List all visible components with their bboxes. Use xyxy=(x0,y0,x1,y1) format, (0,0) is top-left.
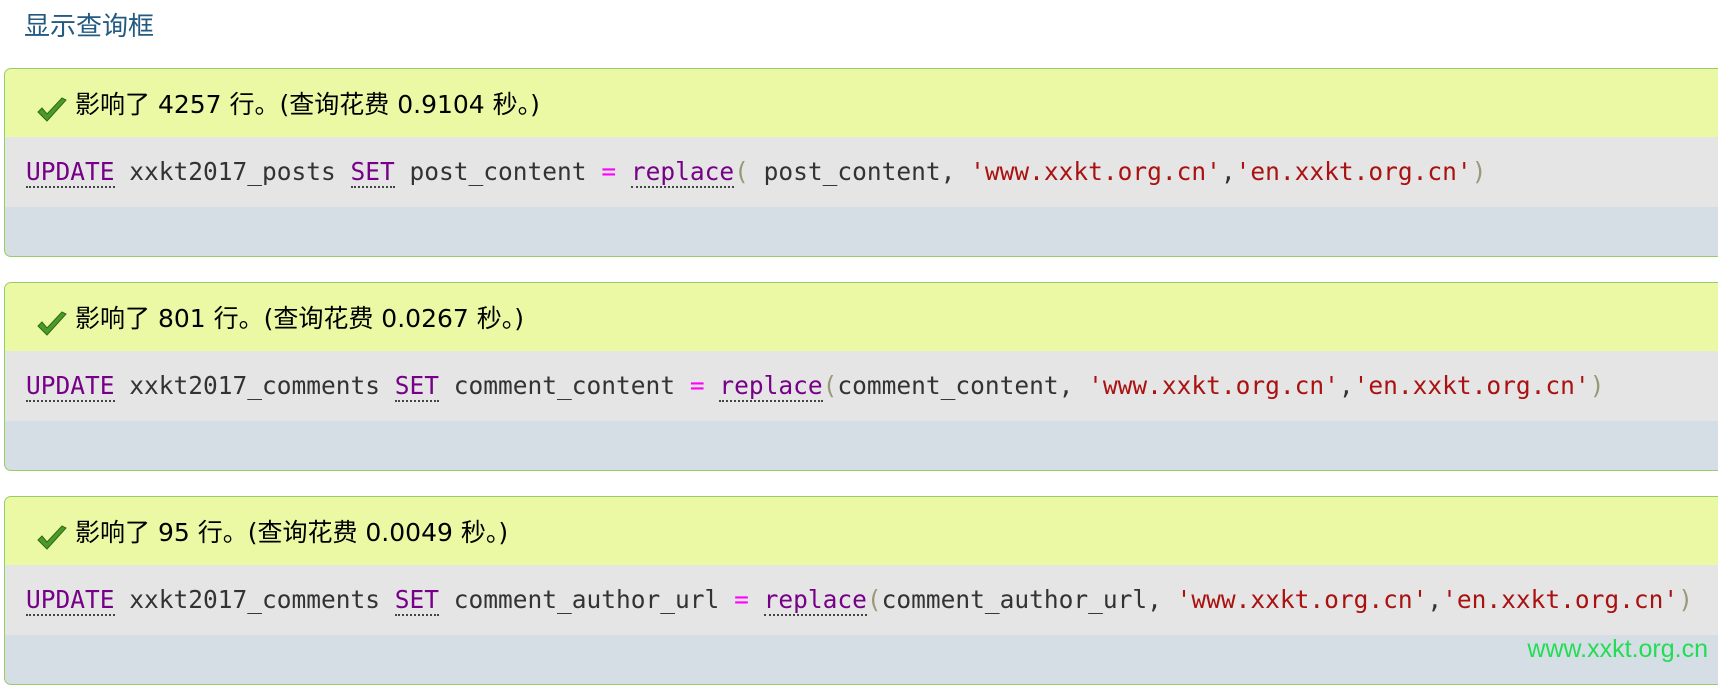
sql-close-paren: ) xyxy=(1589,371,1605,400)
sql-operator: = xyxy=(734,585,749,614)
sql-keyword-set[interactable]: SET xyxy=(394,371,440,402)
success-message-bar: 影响了 801 行。(查询花费 0.0267 秒。) xyxy=(5,283,1718,351)
sql-space xyxy=(749,585,764,614)
sql-query: UPDATE xxkt2017_comments SET comment_con… xyxy=(5,351,1718,421)
sql-column: post_content xyxy=(394,157,602,186)
sql-string-from: 'www.xxkt.org.cn' xyxy=(1088,371,1339,400)
watermark: www.xxkt.org.cn xyxy=(1527,635,1708,663)
query-result-3: 影响了 95 行。(查询花费 0.0049 秒。) UPDATE xxkt201… xyxy=(4,496,1718,685)
checkmark-icon xyxy=(37,525,67,550)
sql-close-paren: ) xyxy=(1678,585,1693,614)
sql-comma: , xyxy=(1220,157,1236,186)
checkmark-icon xyxy=(37,311,67,336)
sql-column: comment_author_url xyxy=(439,585,735,614)
sql-string-to: 'en.xxkt.org.cn' xyxy=(1353,371,1590,400)
query-result-1: 影响了 4257 行。(查询花费 0.9104 秒。) UPDATE xxkt2… xyxy=(4,68,1718,257)
sql-function-replace[interactable]: replace xyxy=(719,371,823,402)
sql-open-paren: ( xyxy=(866,585,882,614)
success-message: 影响了 95 行。(查询花费 0.0049 秒。) xyxy=(75,518,509,547)
checkmark-icon xyxy=(37,97,67,122)
sql-function-replace[interactable]: replace xyxy=(763,585,867,616)
sql-string-to: 'en.xxkt.org.cn' xyxy=(1442,585,1679,614)
sql-table: xxkt2017_comments xyxy=(114,371,395,400)
sql-keyword-update[interactable]: UPDATE xyxy=(26,371,115,402)
sql-open-paren: ( xyxy=(822,371,838,400)
success-message: 影响了 801 行。(查询花费 0.0267 秒。) xyxy=(75,304,524,333)
sql-keyword-update[interactable]: UPDATE xyxy=(26,585,115,616)
sql-comma: , xyxy=(1427,585,1443,614)
sql-table: xxkt2017_comments xyxy=(114,585,395,614)
show-query-box-link[interactable]: 显示查询框 xyxy=(24,12,155,42)
sql-operator: = xyxy=(601,157,617,186)
sql-close-paren: ) xyxy=(1471,157,1487,186)
sql-space xyxy=(705,371,720,400)
query-result-2: 影响了 801 行。(查询花费 0.0267 秒。) UPDATE xxkt20… xyxy=(4,282,1718,471)
success-message: 影响了 4257 行。(查询花费 0.9104 秒。) xyxy=(75,90,540,119)
sql-keyword-set[interactable]: SET xyxy=(394,585,440,616)
success-message-bar: 影响了 4257 行。(查询花费 0.9104 秒。) xyxy=(5,69,1718,137)
sql-function-replace[interactable]: replace xyxy=(630,157,735,188)
sql-query: UPDATE xxkt2017_posts SET post_content =… xyxy=(5,137,1718,207)
sql-argument: comment_content, xyxy=(837,371,1089,400)
sql-query: UPDATE xxkt2017_comments SET comment_aut… xyxy=(5,565,1718,635)
sql-keyword-update[interactable]: UPDATE xyxy=(26,157,115,188)
sql-string-to: 'en.xxkt.org.cn' xyxy=(1235,157,1472,186)
sql-string-from: 'www.xxkt.org.cn' xyxy=(1176,585,1428,614)
sql-table: xxkt2017_posts xyxy=(114,157,351,186)
sql-comma: , xyxy=(1338,371,1354,400)
sql-operator: = xyxy=(689,371,705,400)
success-message-bar: 影响了 95 行。(查询花费 0.0049 秒。) xyxy=(5,497,1718,565)
sql-argument: comment_author_url, xyxy=(881,585,1177,614)
sql-keyword-set[interactable]: SET xyxy=(350,157,395,188)
sql-column: comment_content xyxy=(439,371,690,400)
sql-argument: post_content, xyxy=(748,157,971,186)
sql-open-paren: ( xyxy=(734,157,749,186)
sql-space xyxy=(616,157,631,186)
sql-string-from: 'www.xxkt.org.cn' xyxy=(970,157,1221,186)
